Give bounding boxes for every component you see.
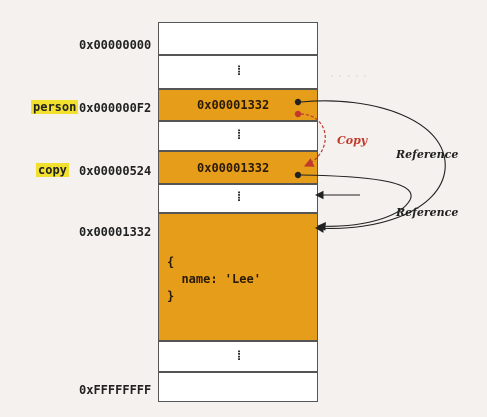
address-label: 0x00001332 [79,225,152,239]
copy-label: Copy [337,134,368,147]
variable-name-person: person [31,100,79,114]
object-line-close: } [167,289,175,303]
memory-cell-0x00000000 [158,22,318,55]
address-label: 0x00000000 [79,38,152,52]
memory-cell-person: 0x00001332 [158,89,318,121]
address-label: 0xFFFFFFFF [79,383,152,397]
memory-cell-gap-1: ⁞ [158,55,318,89]
memory-cell-gap-4: ⁞ [158,341,318,372]
address-label: 0x000000F2 [79,101,152,115]
copy-pointer-dot [294,171,302,179]
reference-label-1: Reference [396,148,459,161]
variable-name-copy: copy [36,163,69,177]
reference-arrow-person [300,100,446,233]
copy-value: 0x00001332 [197,161,270,175]
background-bleed-text: · · · · · [330,70,368,85]
copy-arrow [300,113,326,167]
ellipsis-mark: ⁞ [235,128,243,143]
person-pointer-dot [294,98,302,106]
memory-cell-copy: 0x00001332 [158,151,318,184]
ellipsis-mark: ⁞ [235,190,243,205]
object-line-name: name: 'Lee' [167,272,261,286]
memory-cell-gap-2: ⁞ [158,121,318,151]
reference-arrow-copy [300,174,412,231]
copy-source-dot [294,110,302,118]
memory-column: ⁞ 0x00001332 ⁞ 0x00001332 ⁞ { name: 'Lee… [158,22,320,402]
reference-label-2: Reference [396,206,459,219]
memory-cell-object: { name: 'Lee' } [158,213,318,341]
ellipsis-mark: ⁞ [235,349,243,364]
person-value: 0x00001332 [197,98,270,112]
object-line-open: { [167,255,175,269]
memory-cell-gap-3: ⁞ [158,184,318,213]
ellipsis-mark: ⁞ [235,64,243,79]
address-label: 0x00000524 [79,164,152,178]
memory-cell-0xFFFFFFFF [158,372,318,402]
